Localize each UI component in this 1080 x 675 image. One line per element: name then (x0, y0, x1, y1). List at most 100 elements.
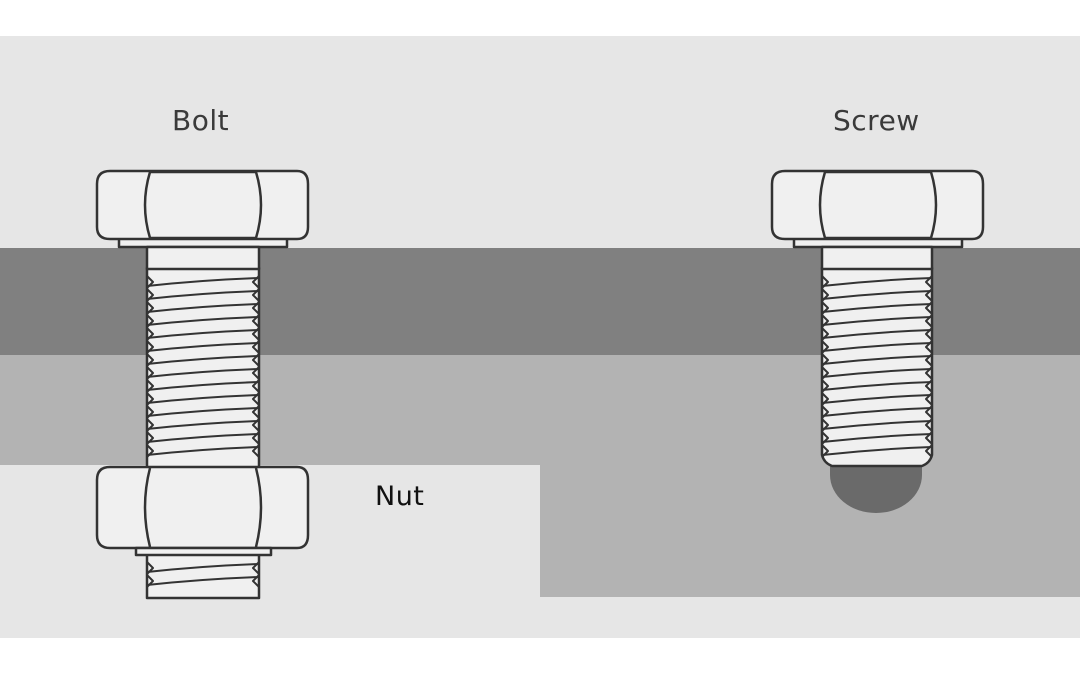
thread-tooth (146, 574, 154, 588)
thread-tooth (252, 431, 260, 445)
thread-tooth (146, 444, 154, 458)
thread-crest (146, 303, 260, 313)
nut-washer-face (134, 546, 273, 557)
screw-head-facets (818, 170, 938, 240)
thread-crest (821, 290, 933, 300)
thread-tooth (146, 431, 154, 445)
thread-crest (146, 381, 260, 391)
thread-tooth (821, 444, 829, 458)
hex-screw-icon (770, 169, 985, 468)
thread-crest (821, 277, 933, 287)
thread-tooth (821, 366, 829, 380)
thread-tooth (821, 353, 829, 367)
thread-tooth (252, 444, 260, 458)
thread-tooth (925, 392, 933, 406)
thread-tooth (146, 392, 154, 406)
bolt-head-facets (143, 170, 263, 240)
nut-facets (143, 467, 263, 548)
thread-crest (821, 355, 933, 365)
screw-threads (821, 275, 933, 458)
thread-tooth (821, 327, 829, 341)
thread-tooth (146, 288, 154, 302)
thread-crest (821, 316, 933, 326)
thread-tooth (146, 353, 154, 367)
bolt-label: Bolt (172, 104, 230, 137)
thread-tooth (821, 392, 829, 406)
thread-crest (821, 446, 933, 456)
screw-label: Screw (833, 104, 920, 137)
thread-tooth (925, 327, 933, 341)
thread-tooth (252, 574, 260, 588)
thread-crest (146, 394, 260, 404)
thread-crest (821, 420, 933, 430)
thread-tooth (252, 366, 260, 380)
thread-tooth (925, 418, 933, 432)
thread-tooth (252, 301, 260, 315)
thread-tooth (821, 379, 829, 393)
thread-crest (146, 355, 260, 365)
hex-nut-icon (95, 465, 310, 557)
thread-crest (146, 290, 260, 300)
thread-crest (146, 316, 260, 326)
thread-crest (146, 576, 260, 586)
thread-tooth (146, 366, 154, 380)
thread-crest (146, 342, 260, 352)
thread-crest (146, 420, 260, 430)
thread-crest (821, 329, 933, 339)
thread-tooth (821, 301, 829, 315)
thread-crest (821, 433, 933, 443)
thread-tooth (252, 392, 260, 406)
thread-tooth (925, 340, 933, 354)
thread-crest (821, 381, 933, 391)
thread-crest (146, 329, 260, 339)
thread-tooth (252, 288, 260, 302)
thread-tooth (925, 366, 933, 380)
thread-crest (821, 303, 933, 313)
thread-tooth (146, 275, 154, 289)
thread-crest (146, 407, 260, 417)
thread-tooth (925, 379, 933, 393)
thread-tooth (146, 405, 154, 419)
thread-tooth (146, 327, 154, 341)
thread-tooth (252, 561, 260, 575)
screw-head (770, 169, 985, 241)
thread-tooth (821, 418, 829, 432)
thread-tooth (252, 353, 260, 367)
bolt-head (95, 169, 310, 241)
bottom-plate (0, 354, 1080, 597)
thread-tooth (252, 418, 260, 432)
thread-tooth (925, 431, 933, 445)
thread-crest (146, 277, 260, 287)
thread-tooth (252, 405, 260, 419)
thread-tooth (925, 288, 933, 302)
thread-tooth (146, 561, 154, 575)
thread-tooth (146, 301, 154, 315)
thread-tooth (925, 275, 933, 289)
thread-tooth (821, 340, 829, 354)
screw-shank-band (820, 245, 934, 271)
thread-crest (146, 446, 260, 456)
thread-crest (821, 407, 933, 417)
thread-crest (146, 433, 260, 443)
thread-tooth (252, 340, 260, 354)
thread-crest (146, 368, 260, 378)
thread-tooth (146, 340, 154, 354)
thread-tooth (821, 314, 829, 328)
thread-tooth (821, 288, 829, 302)
thread-crest (821, 342, 933, 352)
thread-tooth (821, 405, 829, 419)
thread-tooth (252, 314, 260, 328)
thread-tooth (925, 444, 933, 458)
nut-body (95, 465, 310, 550)
thread-tooth (146, 379, 154, 393)
thread-crest (821, 394, 933, 404)
thread-tooth (925, 353, 933, 367)
thread-tooth (821, 275, 829, 289)
thread-tooth (252, 275, 260, 289)
thread-tooth (925, 405, 933, 419)
thread-tooth (252, 379, 260, 393)
bolt-shank-band (145, 245, 261, 271)
thread-tooth (925, 314, 933, 328)
thread-tooth (252, 327, 260, 341)
nut-label: Nut (375, 481, 425, 512)
